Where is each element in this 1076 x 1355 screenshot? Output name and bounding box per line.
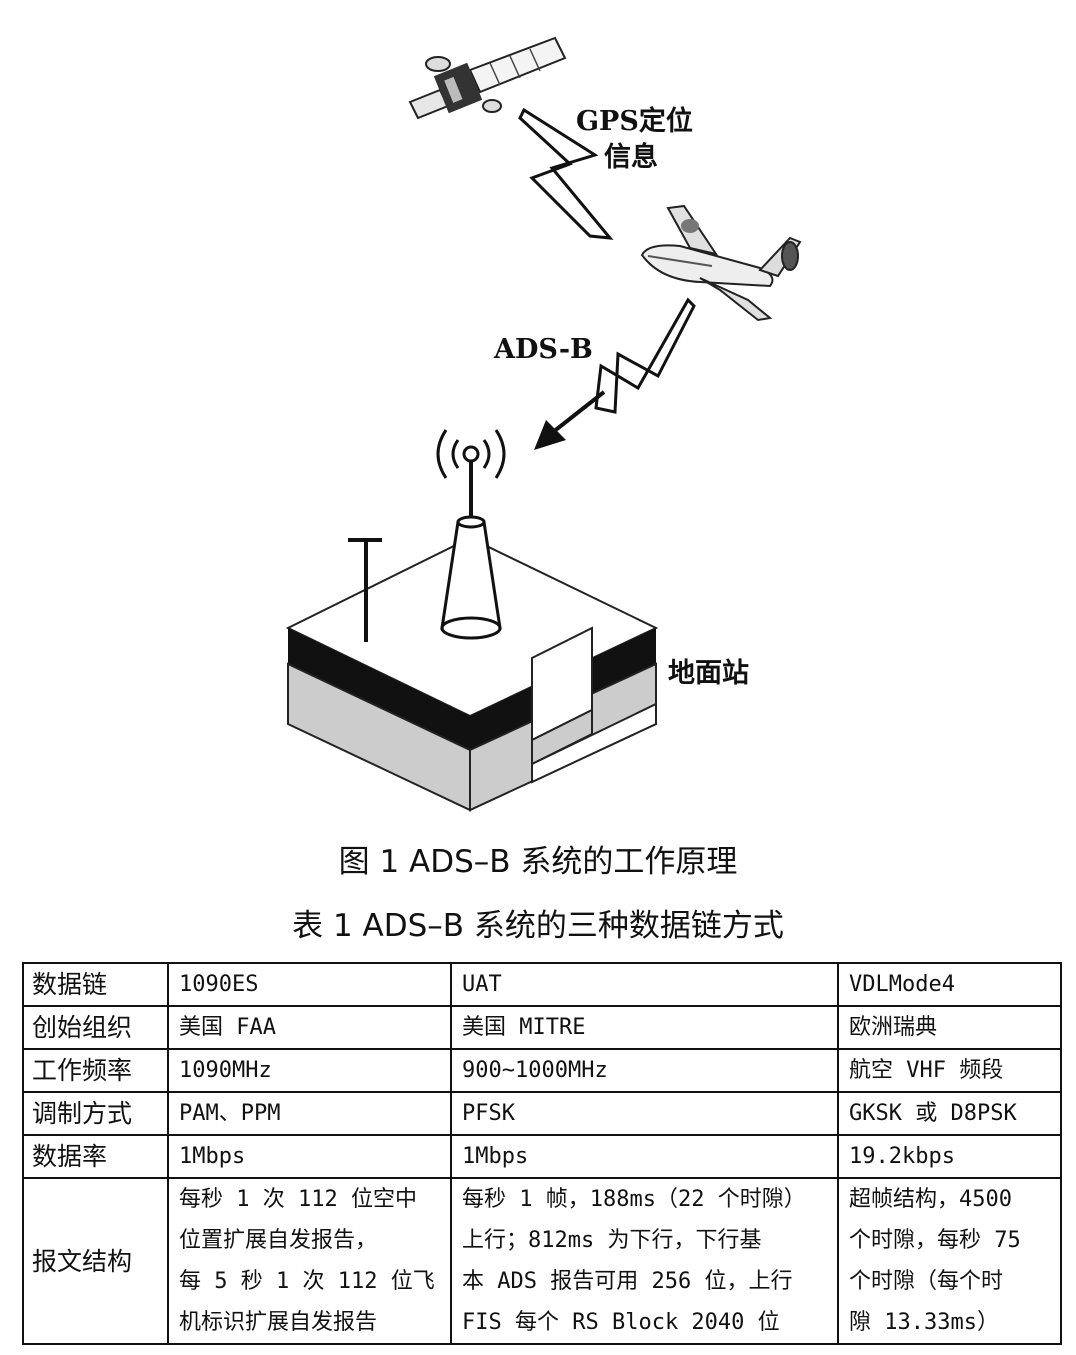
cell-vdl: VDLMode4 — [837, 962, 1062, 1007]
gps-label-line2: 信息 — [604, 141, 658, 173]
figure-caption: 图 1 ADS–B 系统的工作原理 — [338, 844, 738, 880]
satellite-icon — [408, 36, 567, 120]
table-row: 创始组织 美国 FAA 美国 MITRE 欧洲瑞典 — [22, 1005, 1062, 1050]
cell-line: FIS 每个 RS Block 2040 位 — [462, 1310, 780, 1335]
table-row: 报文结构 每秒 1 次 112 位空中 位置扩展自发报告， 每 5 秒 1 次 … — [22, 1177, 1062, 1345]
row-header: 调制方式 — [22, 1091, 169, 1136]
table-row: 数据率 1Mbps 1Mbps 19.2kbps — [22, 1134, 1062, 1179]
adsb-signal-bolt — [594, 297, 696, 414]
cell-uat: 美国 MITRE — [450, 1005, 839, 1050]
row-header: 工作频率 — [22, 1048, 169, 1093]
adsb-arrow-shaft — [546, 390, 606, 438]
row-header: 报文结构 — [22, 1177, 169, 1345]
gps-label-line1: GPS定位 — [576, 105, 693, 137]
cell-line: 隙 13.33ms） — [849, 1310, 999, 1335]
cell-1090es: 美国 FAA — [167, 1005, 452, 1050]
cell-line: 超帧结构，4500 — [849, 1187, 1012, 1212]
table-row: 数据链 1090ES UAT VDLMode4 — [22, 962, 1062, 1007]
cell-1090es: 每秒 1 次 112 位空中 位置扩展自发报告， 每 5 秒 1 次 112 位… — [167, 1177, 452, 1345]
cell-uat: PFSK — [450, 1091, 839, 1136]
cell-uat: 1Mbps — [450, 1134, 839, 1179]
cell-line: 本 ADS 报告可用 256 位，上行 — [462, 1269, 793, 1294]
cell-line: 个时隙，每秒 75 — [849, 1228, 1021, 1253]
cell-uat: 每秒 1 帧，188ms（22 个时隙） 上行；812ms 为下行，下行基 本 … — [450, 1177, 839, 1345]
cell-vdl: GKSK 或 D8PSK — [837, 1091, 1062, 1136]
data-link-table: 数据链 1090ES UAT VDLMode4 创始组织 美国 FAA 美国 M… — [22, 962, 1062, 1345]
row-header: 数据率 — [22, 1134, 169, 1179]
row-header: 数据链 — [22, 962, 169, 1007]
cell-1090es: 1090ES — [167, 962, 452, 1007]
cell-vdl: 19.2kbps — [837, 1134, 1062, 1179]
cell-line: 上行；812ms 为下行，下行基 — [462, 1228, 762, 1253]
cell-1090es: PAM、PPM — [167, 1091, 452, 1136]
cell-1090es: 1Mbps — [167, 1134, 452, 1179]
cell-uat: UAT — [450, 962, 839, 1007]
cell-line: 个时隙（每个时 — [849, 1269, 1004, 1294]
cell-1090es: 1090MHz — [167, 1048, 452, 1093]
cell-vdl: 欧洲瑞典 — [837, 1005, 1062, 1050]
aircraft-icon — [640, 204, 802, 322]
cell-vdl: 航空 VHF 频段 — [837, 1048, 1062, 1093]
adsb-label: ADS-B — [493, 334, 593, 365]
ads-b-diagram: GPS定位 信息 ADS-B — [285, 36, 802, 812]
table-row: 工作频率 1090MHz 900~1000MHz 航空 VHF 频段 — [22, 1048, 1062, 1093]
small-antenna-icon — [348, 538, 382, 642]
adsb-arrow-head — [534, 420, 566, 450]
cell-line: 位置扩展自发报告， — [179, 1228, 378, 1253]
cell-line: 每秒 1 帧，188ms（22 个时隙） — [462, 1187, 806, 1212]
cell-vdl: 超帧结构，4500 个时隙，每秒 75 个时隙（每个时 隙 13.33ms） — [837, 1177, 1062, 1345]
row-header: 创始组织 — [22, 1005, 169, 1050]
radar-tower-icon — [436, 429, 506, 640]
table-caption: 表 1 ADS–B 系统的三种数据链方式 — [292, 908, 784, 944]
cell-line: 每秒 1 次 112 位空中 — [179, 1187, 417, 1212]
gps-signal-bolt — [518, 107, 614, 240]
cell-line: 机标识扩展自发报告 — [179, 1310, 378, 1335]
ground-station-label: 地面站 — [668, 658, 749, 689]
cell-uat: 900~1000MHz — [450, 1048, 839, 1093]
table-row: 调制方式 PAM、PPM PFSK GKSK 或 D8PSK — [22, 1091, 1062, 1136]
cell-line: 每 5 秒 1 次 112 位飞 — [179, 1269, 435, 1294]
